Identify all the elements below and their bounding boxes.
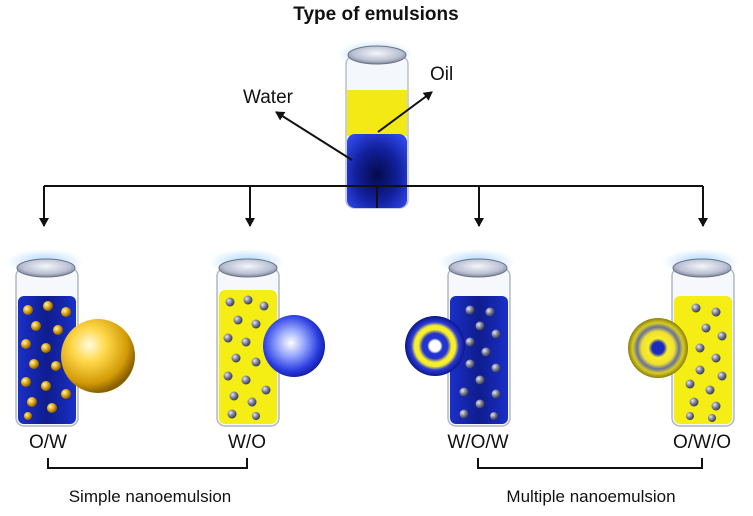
water-droplets xyxy=(685,303,727,422)
tube-label-wo: W/O xyxy=(228,432,266,453)
tube-cap xyxy=(448,258,508,278)
top-tube xyxy=(337,40,413,209)
simple-group-bracket xyxy=(47,458,248,469)
oil-label: Oil xyxy=(430,64,453,85)
oil-pointer-arrow xyxy=(377,91,433,133)
tube-label-owo: O/W/O xyxy=(673,432,731,453)
water-droplet-magnified xyxy=(263,315,325,377)
tube-cap xyxy=(218,258,278,278)
tube-cap xyxy=(672,258,732,278)
oil-droplets xyxy=(459,305,501,420)
tube-cap xyxy=(347,45,407,65)
oil-phase xyxy=(674,296,732,424)
oil-droplets xyxy=(21,301,71,420)
tube-ow xyxy=(7,249,135,427)
tube-wo xyxy=(209,249,325,427)
oil-droplet-magnified xyxy=(61,319,135,393)
water-layer xyxy=(347,134,407,208)
tube-label-ow: O/W xyxy=(29,432,67,453)
group-label-multiple: Multiple nanoemulsion xyxy=(506,487,675,506)
wow-droplet-magnified xyxy=(405,316,465,376)
water-label: Water xyxy=(243,87,294,108)
multiple-group-bracket xyxy=(477,458,703,469)
water-pointer-arrow xyxy=(275,111,353,161)
tube-label-wow: W/O/W xyxy=(447,432,508,453)
owo-droplet-magnified xyxy=(628,318,688,378)
diagram-title: Type of emulsions xyxy=(293,4,458,25)
tube-owo xyxy=(628,249,739,427)
tube-cap xyxy=(16,258,76,278)
oil-layer xyxy=(347,90,407,136)
branch-connector xyxy=(39,185,708,227)
water-droplets xyxy=(223,295,271,420)
group-label-simple: Simple nanoemulsion xyxy=(69,487,232,506)
tube-wow xyxy=(405,249,515,427)
